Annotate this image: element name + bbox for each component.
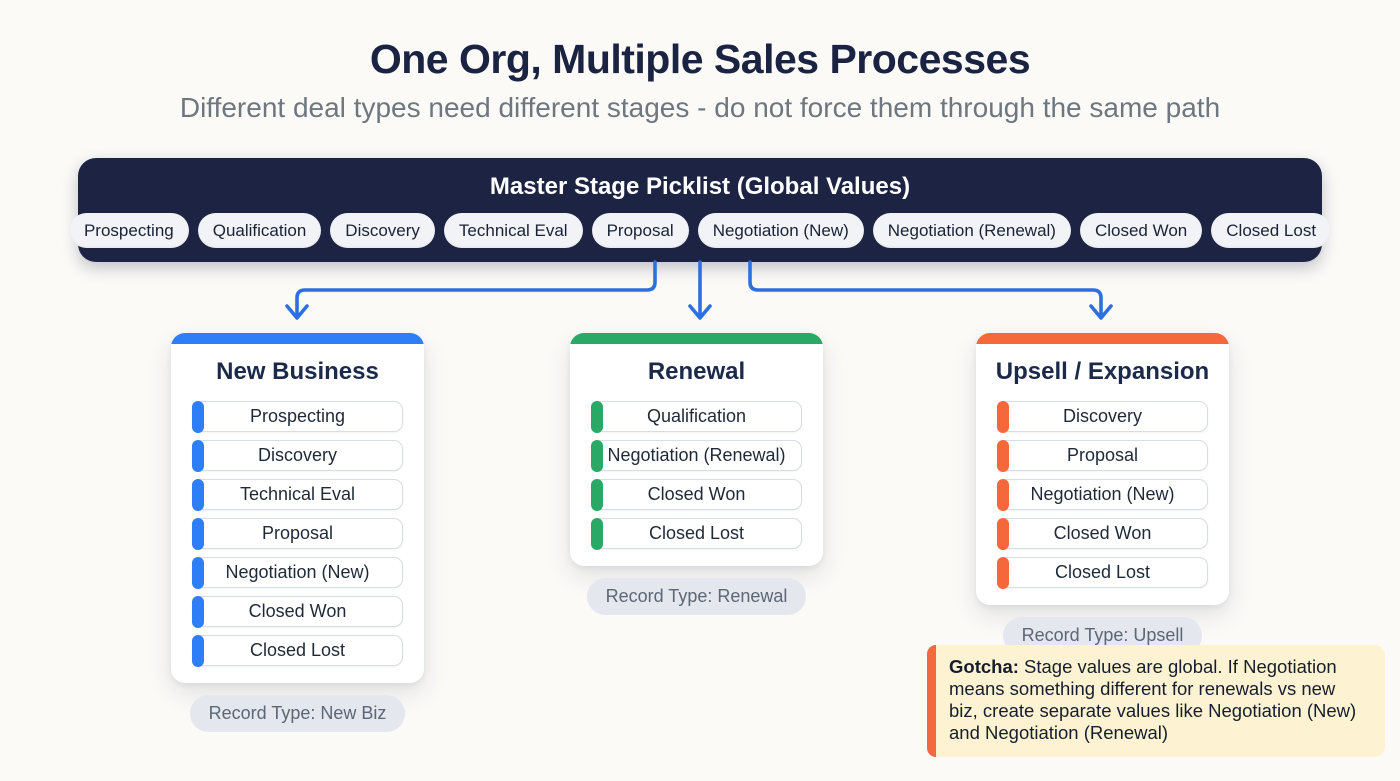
stage-item: Qualification [590,400,802,433]
stage-item-label: Closed Won [1053,523,1152,543]
master-stage-pill: Discovery [330,213,435,248]
page-title: One Org, Multiple Sales Processes [369,36,1031,82]
arrow-to-new-business-icon [285,260,657,320]
stage-accent-icon [996,439,1009,472]
stage-item-label: Closed Won [248,601,347,621]
stage-item-label: Closed Lost [648,523,745,543]
stage-accent-icon [590,439,603,472]
master-stage-picklist-panel: Master Stage Picklist (Global Values) Pr… [68,158,1332,262]
stage-accent-icon [191,400,204,433]
process-title: Upsell / Expansion [995,358,1210,385]
stage-item: Negotiation (New) [996,478,1208,511]
master-stage-pill: Prospecting [68,213,189,248]
stage-item-label: Negotiation (Renewal) [607,445,786,465]
stage-item: Proposal [191,517,403,550]
stage-item-label: Discovery [1062,406,1142,426]
stage-accent-icon [191,517,204,550]
stage-item-label: Discovery [257,445,337,465]
stage-item: Closed Lost [191,634,403,667]
stage-item: Proposal [996,439,1208,472]
record-type-badge: Record Type: New Biz [189,695,406,732]
page-subtitle: Different deal types need different stag… [179,92,1221,123]
master-stage-pill: Negotiation (Renewal) [872,213,1071,248]
stage-accent-icon [996,478,1009,511]
process-title: New Business [216,358,379,385]
stage-item: Discovery [191,439,403,472]
stage-item: Closed Lost [590,517,802,550]
stage-item: Discovery [996,400,1208,433]
stage-item: Negotiation (Renewal) [590,439,802,472]
stage-accent-icon [191,478,204,511]
process-accent-bar [171,333,424,344]
stage-accent-icon [996,400,1009,433]
gotcha-accent-bar [927,645,936,757]
process-accent-bar [570,333,823,344]
master-stage-pill: Technical Eval [443,213,583,248]
stage-item-label: Technical Eval [239,484,356,504]
stage-item: Technical Eval [191,478,403,511]
master-stage-pill: Qualification [197,213,322,248]
gotcha-text: Stage values are global. If Negotiation … [949,656,1357,743]
stage-item: Negotiation (New) [191,556,403,589]
master-stage-pill: Negotiation (New) [697,213,864,248]
stage-accent-icon [191,556,204,589]
stage-accent-icon [996,556,1009,589]
stage-accent-icon [191,595,204,628]
process-accent-bar [976,333,1229,344]
stage-item: Prospecting [191,400,403,433]
stage-item: Closed Lost [996,556,1208,589]
stage-accent-icon [996,517,1009,550]
gotcha-note: Gotcha: Stage values are global. If Nego… [927,645,1385,757]
record-type-badge: Record Type: Renewal [586,578,807,615]
stage-item: Closed Won [996,517,1208,550]
stage-accent-icon [590,478,603,511]
process-title: Renewal [647,358,746,385]
stage-accent-icon [590,400,603,433]
master-stage-pill: Closed Won [1079,213,1203,248]
stage-item-label: Proposal [261,523,334,543]
stage-accent-icon [191,439,204,472]
stage-item-label: Negotiation (New) [1030,484,1175,504]
arrow-to-renewal-icon [688,260,712,320]
stage-accent-icon [191,634,204,667]
stage-item-label: Negotiation (New) [225,562,370,582]
stage-item: Closed Won [191,595,403,628]
stage-accent-icon [590,517,603,550]
master-stage-picklist-title: Master Stage Picklist (Global Values) [489,173,911,200]
stage-item-label: Qualification [646,406,747,426]
stage-item-label: Closed Won [647,484,746,504]
stage-item-label: Proposal [1066,445,1139,465]
stage-item: Closed Won [590,478,802,511]
stage-item-label: Closed Lost [1054,562,1151,582]
stage-item-label: Prospecting [249,406,346,426]
arrow-to-upsell-icon [748,260,1113,320]
gotcha-label: Gotcha: [949,656,1019,677]
master-stage-pill: Closed Lost [1211,213,1332,248]
master-stage-pill: Proposal [591,213,689,248]
stage-item-label: Closed Lost [249,640,346,660]
